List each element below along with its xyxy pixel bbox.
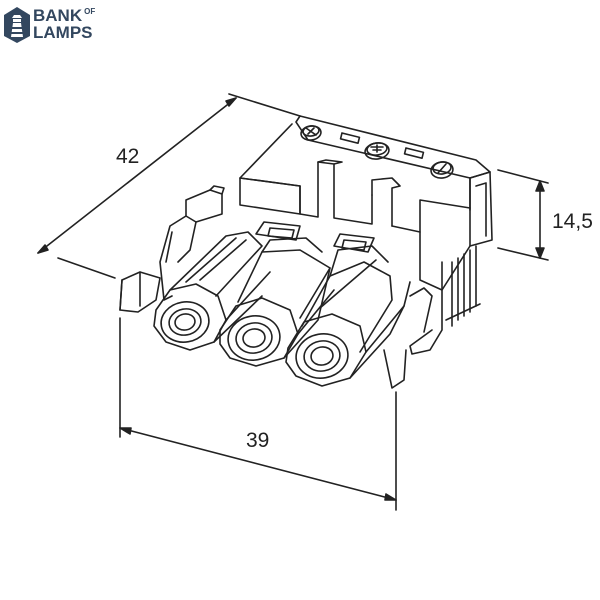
logo-bank-text: BANK — [33, 6, 83, 25]
lighthouse-icon — [4, 7, 30, 43]
socket-housing-right — [285, 233, 411, 387]
dimension-42 — [37, 93, 301, 279]
logo-lamps-text: LAMPS — [33, 23, 93, 42]
terminal-screw-n — [300, 125, 322, 141]
latch-left — [119, 185, 225, 313]
socket-hole-left — [160, 301, 210, 343]
terminal-block-top — [239, 115, 493, 247]
terminal-screw-earth — [364, 142, 390, 160]
dimension-label-39: 39 — [246, 429, 269, 452]
socket-housing-middle — [219, 221, 335, 367]
terminal-screw-l — [430, 161, 454, 179]
dimension-label-14-5: 14,5 — [552, 210, 593, 233]
socket-hole-right — [295, 333, 349, 379]
logo-of-text: OF — [84, 7, 96, 16]
latch-right — [383, 231, 481, 389]
cooling-ribs — [445, 245, 481, 327]
dimension-39 — [119, 317, 397, 511]
dimension-14-5 — [497, 169, 549, 261]
socket-housing-left — [153, 231, 271, 351]
socket-hole-middle — [227, 315, 281, 361]
dimension-label-42: 42 — [116, 145, 139, 168]
